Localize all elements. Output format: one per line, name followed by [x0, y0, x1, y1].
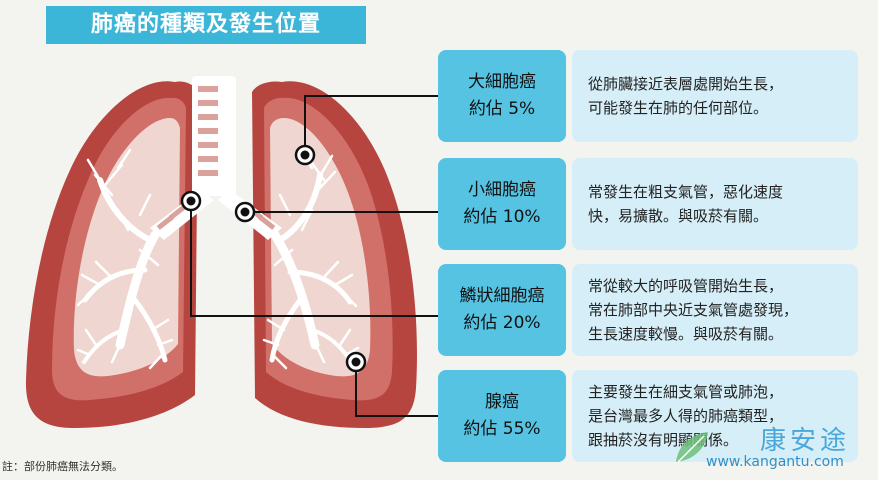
leaf-logo-icon [676, 432, 708, 463]
pointer-lines [190, 95, 438, 417]
type-share: 約佔 55% [463, 419, 541, 439]
type-name: 小細胞癌 [468, 180, 536, 200]
pointer-squamous [190, 201, 438, 317]
desc-line: 從肺臟接近表層處開始生長， [588, 75, 784, 93]
watermark-url: www.kangantu.com [706, 454, 844, 470]
desc-box-small-cell: 常發生在粗支氣管，惡化速度 快，易擴散。與吸菸有關。 [572, 158, 858, 250]
desc-box-large-cell: 從肺臟接近表層處開始生長， 可能發生在肺的任何部位。 [572, 50, 858, 142]
desc-line: 是台灣最多人得的肺癌類型， [588, 407, 784, 425]
type-share: 約佔 5% [468, 99, 536, 119]
desc-box-squamous: 常從較大的呼吸管開始生長， 常在肺部中央近支氣管處發現， 生長速度較慢。與吸菸有… [572, 264, 858, 356]
type-name: 鱗狀細胞癌 [459, 286, 545, 306]
right-bronchial-tree [262, 148, 360, 370]
right-lung [252, 81, 417, 429]
type-name: 腺癌 [485, 392, 519, 412]
page-title: 肺癌的種類及發生位置 [46, 6, 366, 44]
desc-line: 生長速度較慢。與吸菸有關。 [588, 325, 784, 343]
left-bronchial-tree [76, 148, 174, 370]
desc-line: 常發生在粗支氣管，惡化速度 [588, 183, 784, 201]
desc-line: 常從較大的呼吸管開始生長， [588, 277, 784, 295]
type-share: 約佔 10% [463, 207, 541, 227]
watermark: 康安途 www.kangantu.com [672, 420, 872, 472]
desc-line: 快，易擴散。與吸菸有關。 [588, 207, 769, 225]
type-box-adenocarcinoma: 腺癌 約佔 55% [438, 370, 566, 462]
footnote: 註：部份肺癌無法分類。 [2, 460, 123, 473]
type-box-squamous: 鱗狀細胞癌 約佔 20% [438, 264, 566, 356]
desc-line: 主要發生在細支氣管或肺泡， [588, 383, 784, 401]
desc-line: 常在肺部中央近支氣管處發現， [588, 301, 799, 319]
pointer-adenocarcinoma [355, 362, 438, 417]
location-markers [180, 144, 367, 373]
desc-line: 可能發生在肺的任何部位。 [588, 99, 769, 117]
type-share: 約佔 20% [463, 313, 541, 333]
pointer-large-cell [304, 95, 438, 155]
type-box-large-cell: 大細胞癌 約佔 5% [438, 50, 566, 142]
left-lung [25, 81, 198, 428]
type-box-small-cell: 小細胞癌 約佔 10% [438, 158, 566, 250]
type-name: 大細胞癌 [468, 72, 536, 92]
watermark-brand: 康安途 [760, 426, 851, 456]
